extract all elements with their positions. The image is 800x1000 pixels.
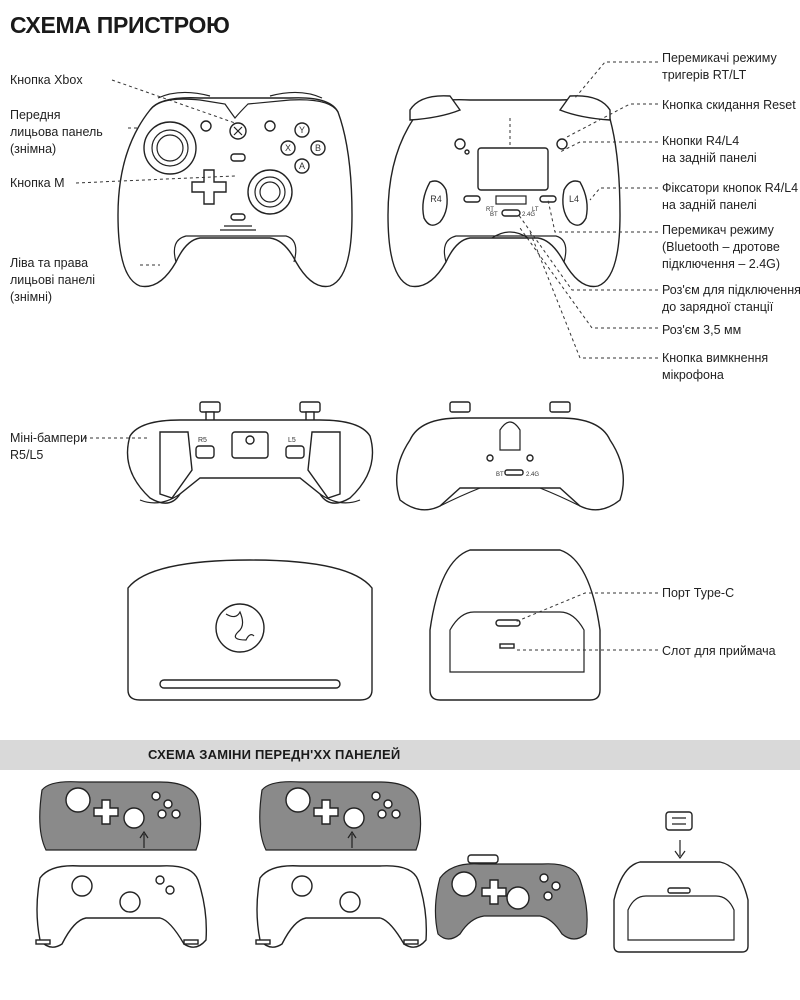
label-m-button: Кнопка M	[10, 176, 65, 190]
back-controller: R4 L4 RT LT BT 2.4G	[387, 95, 621, 288]
g24-bottom-label: 2.4G	[526, 472, 539, 478]
label-jack: Роз'єм 3,5 мм	[662, 323, 742, 337]
dock-front	[127, 559, 373, 701]
button-y-label: Y	[299, 125, 305, 135]
bt-bottom-label: BT	[496, 472, 504, 478]
label-xbox-button: Кнопка Xbox	[10, 73, 83, 87]
rt-label: RT	[486, 207, 494, 213]
l4-label: L4	[569, 194, 579, 204]
replace-step-1	[35, 781, 208, 948]
l5-label: L5	[288, 437, 296, 444]
label-back-buttons: Кнопки R4/L4 на задній панелі	[662, 134, 757, 165]
label-mini-bumpers: Міні-бампери R5/L5	[10, 431, 88, 462]
bottom-view: BT 2.4G	[395, 401, 625, 511]
label-front-panel: Передня лицьова панель (знімна)	[10, 108, 103, 156]
replace-step-2	[255, 781, 428, 948]
g24-label: 2.4G	[522, 212, 535, 218]
label-back-locks: Фіксатори кнопок R4/L4 на задній панелі	[662, 181, 799, 212]
dock-side	[429, 549, 601, 701]
button-x-label: X	[285, 143, 291, 153]
label-side-panels: Ліва та права лицьові панелі (знімні)	[10, 256, 96, 304]
bt-label: BT	[490, 212, 498, 218]
lt-label: LT	[532, 207, 539, 213]
page-title: СХЕМА ПРИСТРОЮ	[10, 12, 230, 38]
label-mic-button: Кнопка вимкнення мікрофона	[662, 351, 769, 382]
panel-replacement-banner: СХЕМА ЗАМІНИ ПЕРЕДН'ХХ ПАНЕЛЕЙ	[0, 740, 800, 770]
label-dock-connector: Роз'єм для підключення до зарядної станц…	[662, 283, 800, 314]
r5-label: R5	[198, 437, 207, 444]
r4-label: R4	[430, 194, 442, 204]
label-mode-switch: Перемикач режиму (Bluetooth – дротове пі…	[662, 223, 781, 271]
replace-step-4	[613, 811, 749, 953]
banner-title: СХЕМА ЗАМІНИ ПЕРЕДН'ХХ ПАНЕЛЕЙ	[148, 747, 401, 762]
front-controller: Y X B A	[117, 91, 353, 288]
label-receiver-slot: Слот для приймача	[662, 644, 776, 658]
label-trigger-switch: Перемикачі режиму тригерів RT/LT	[662, 51, 777, 82]
label-reset-button: Кнопка скидання Reset	[662, 98, 796, 112]
label-usb-port: Порт Type-C	[662, 586, 735, 600]
top-view-front: R5 L5	[126, 401, 374, 504]
replace-step-3	[434, 854, 588, 940]
button-a-label: A	[299, 161, 305, 171]
button-b-label: B	[315, 143, 321, 153]
